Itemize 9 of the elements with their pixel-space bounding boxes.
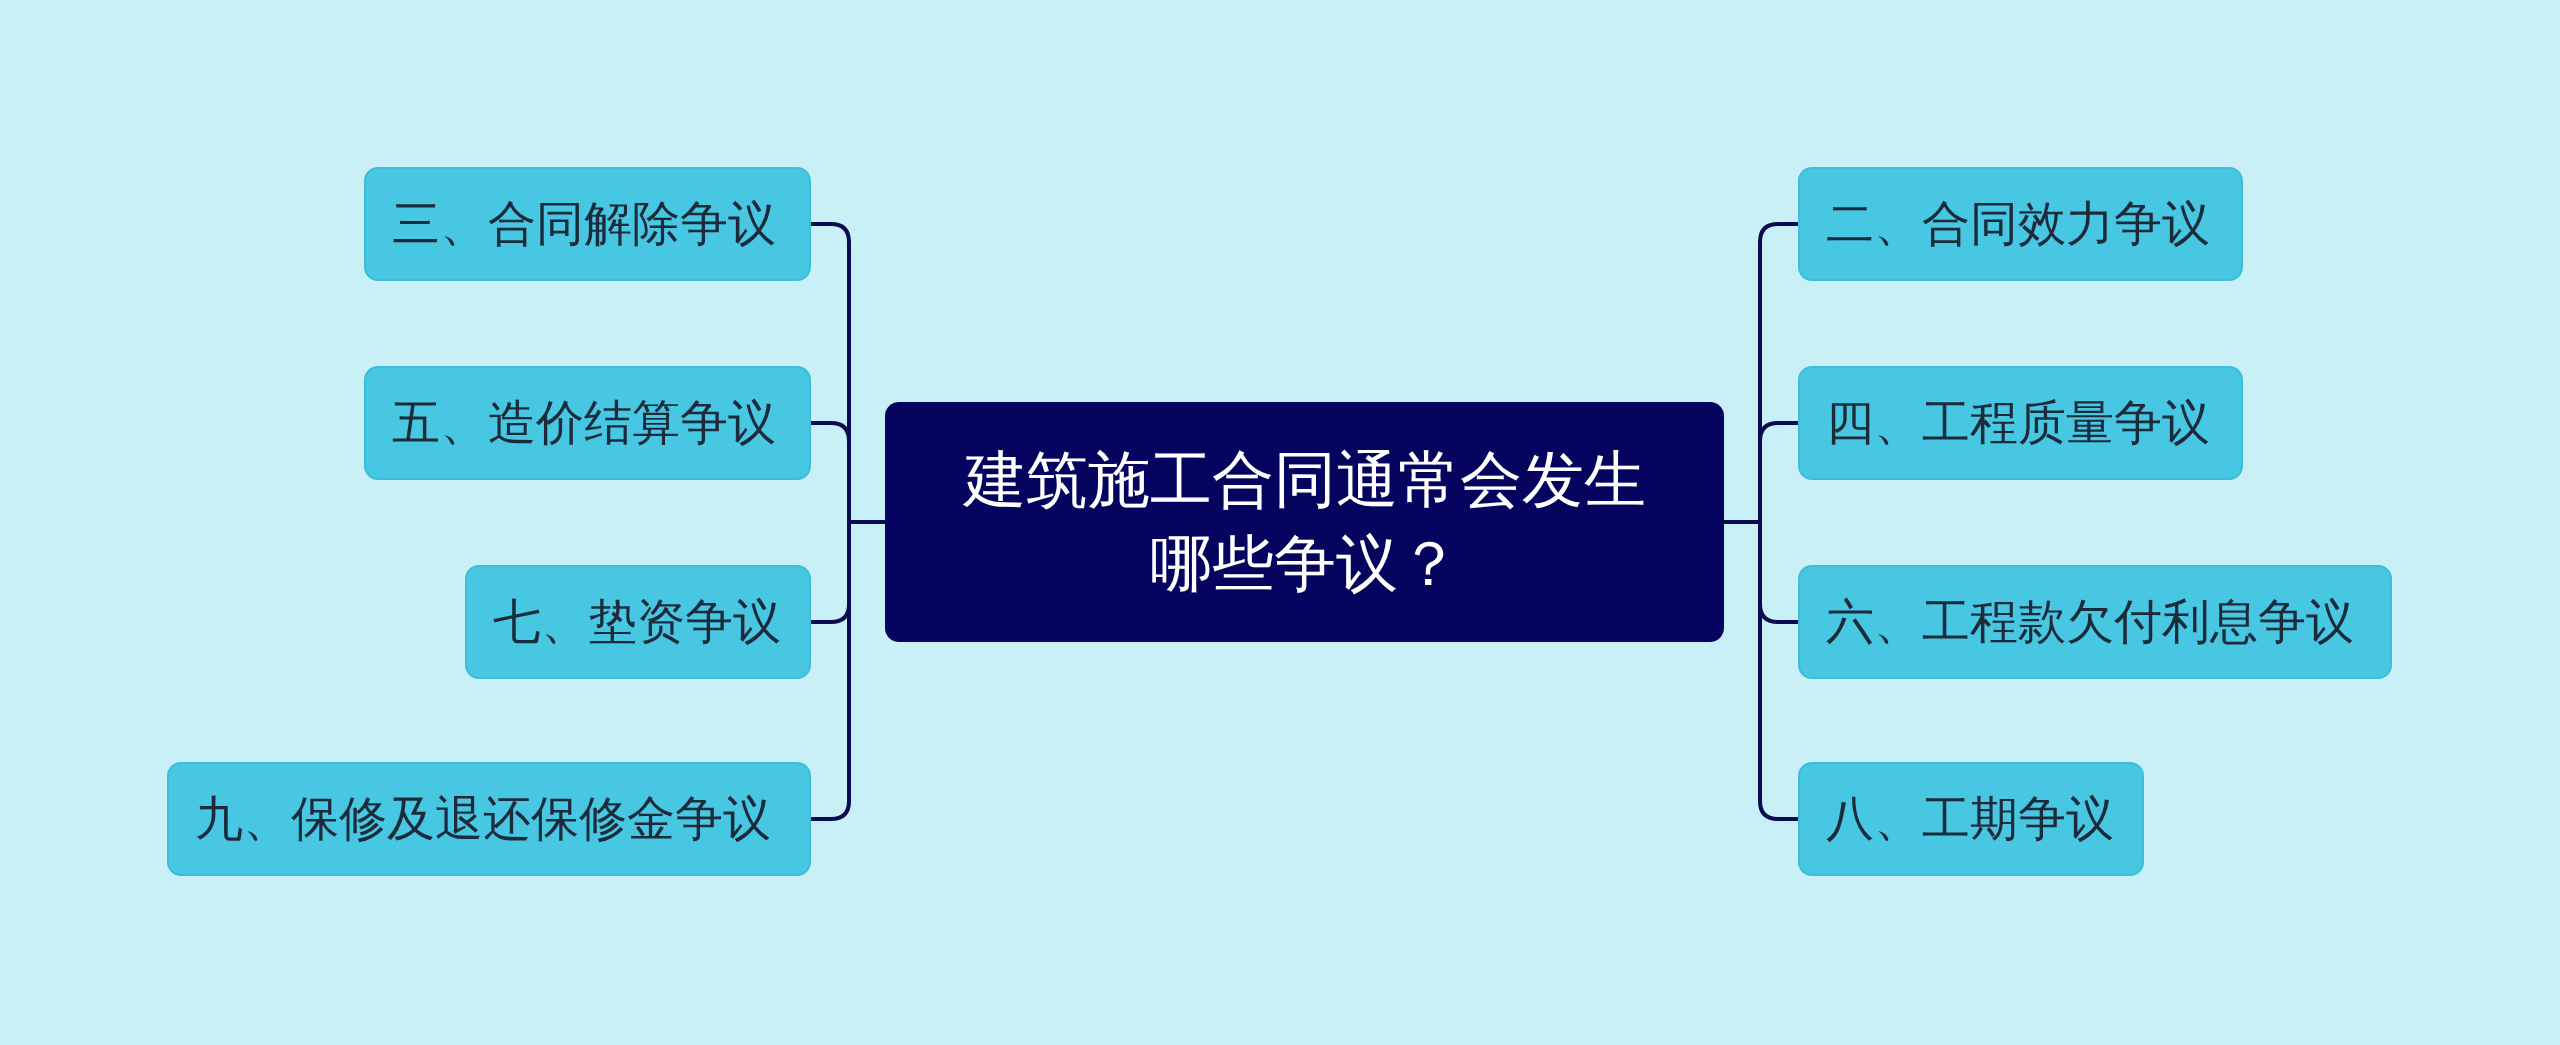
branch-box: 三、合同解除争议 <box>364 167 811 281</box>
branch-box: 八、工期争议 <box>1798 762 2144 876</box>
branch-box: 五、造价结算争议 <box>364 366 811 480</box>
topic-box: 建筑施工合同通常会发生哪些争议？ <box>885 402 1724 642</box>
branch-box: 四、工程质量争议 <box>1798 366 2243 480</box>
branch-box: 七、垫资争议 <box>465 565 811 679</box>
branch-box: 九、保修及退还保修金争议 <box>167 762 811 876</box>
branch-box: 二、合同效力争议 <box>1798 167 2243 281</box>
branch-box: 六、工程款欠付利息争议 <box>1798 565 2392 679</box>
